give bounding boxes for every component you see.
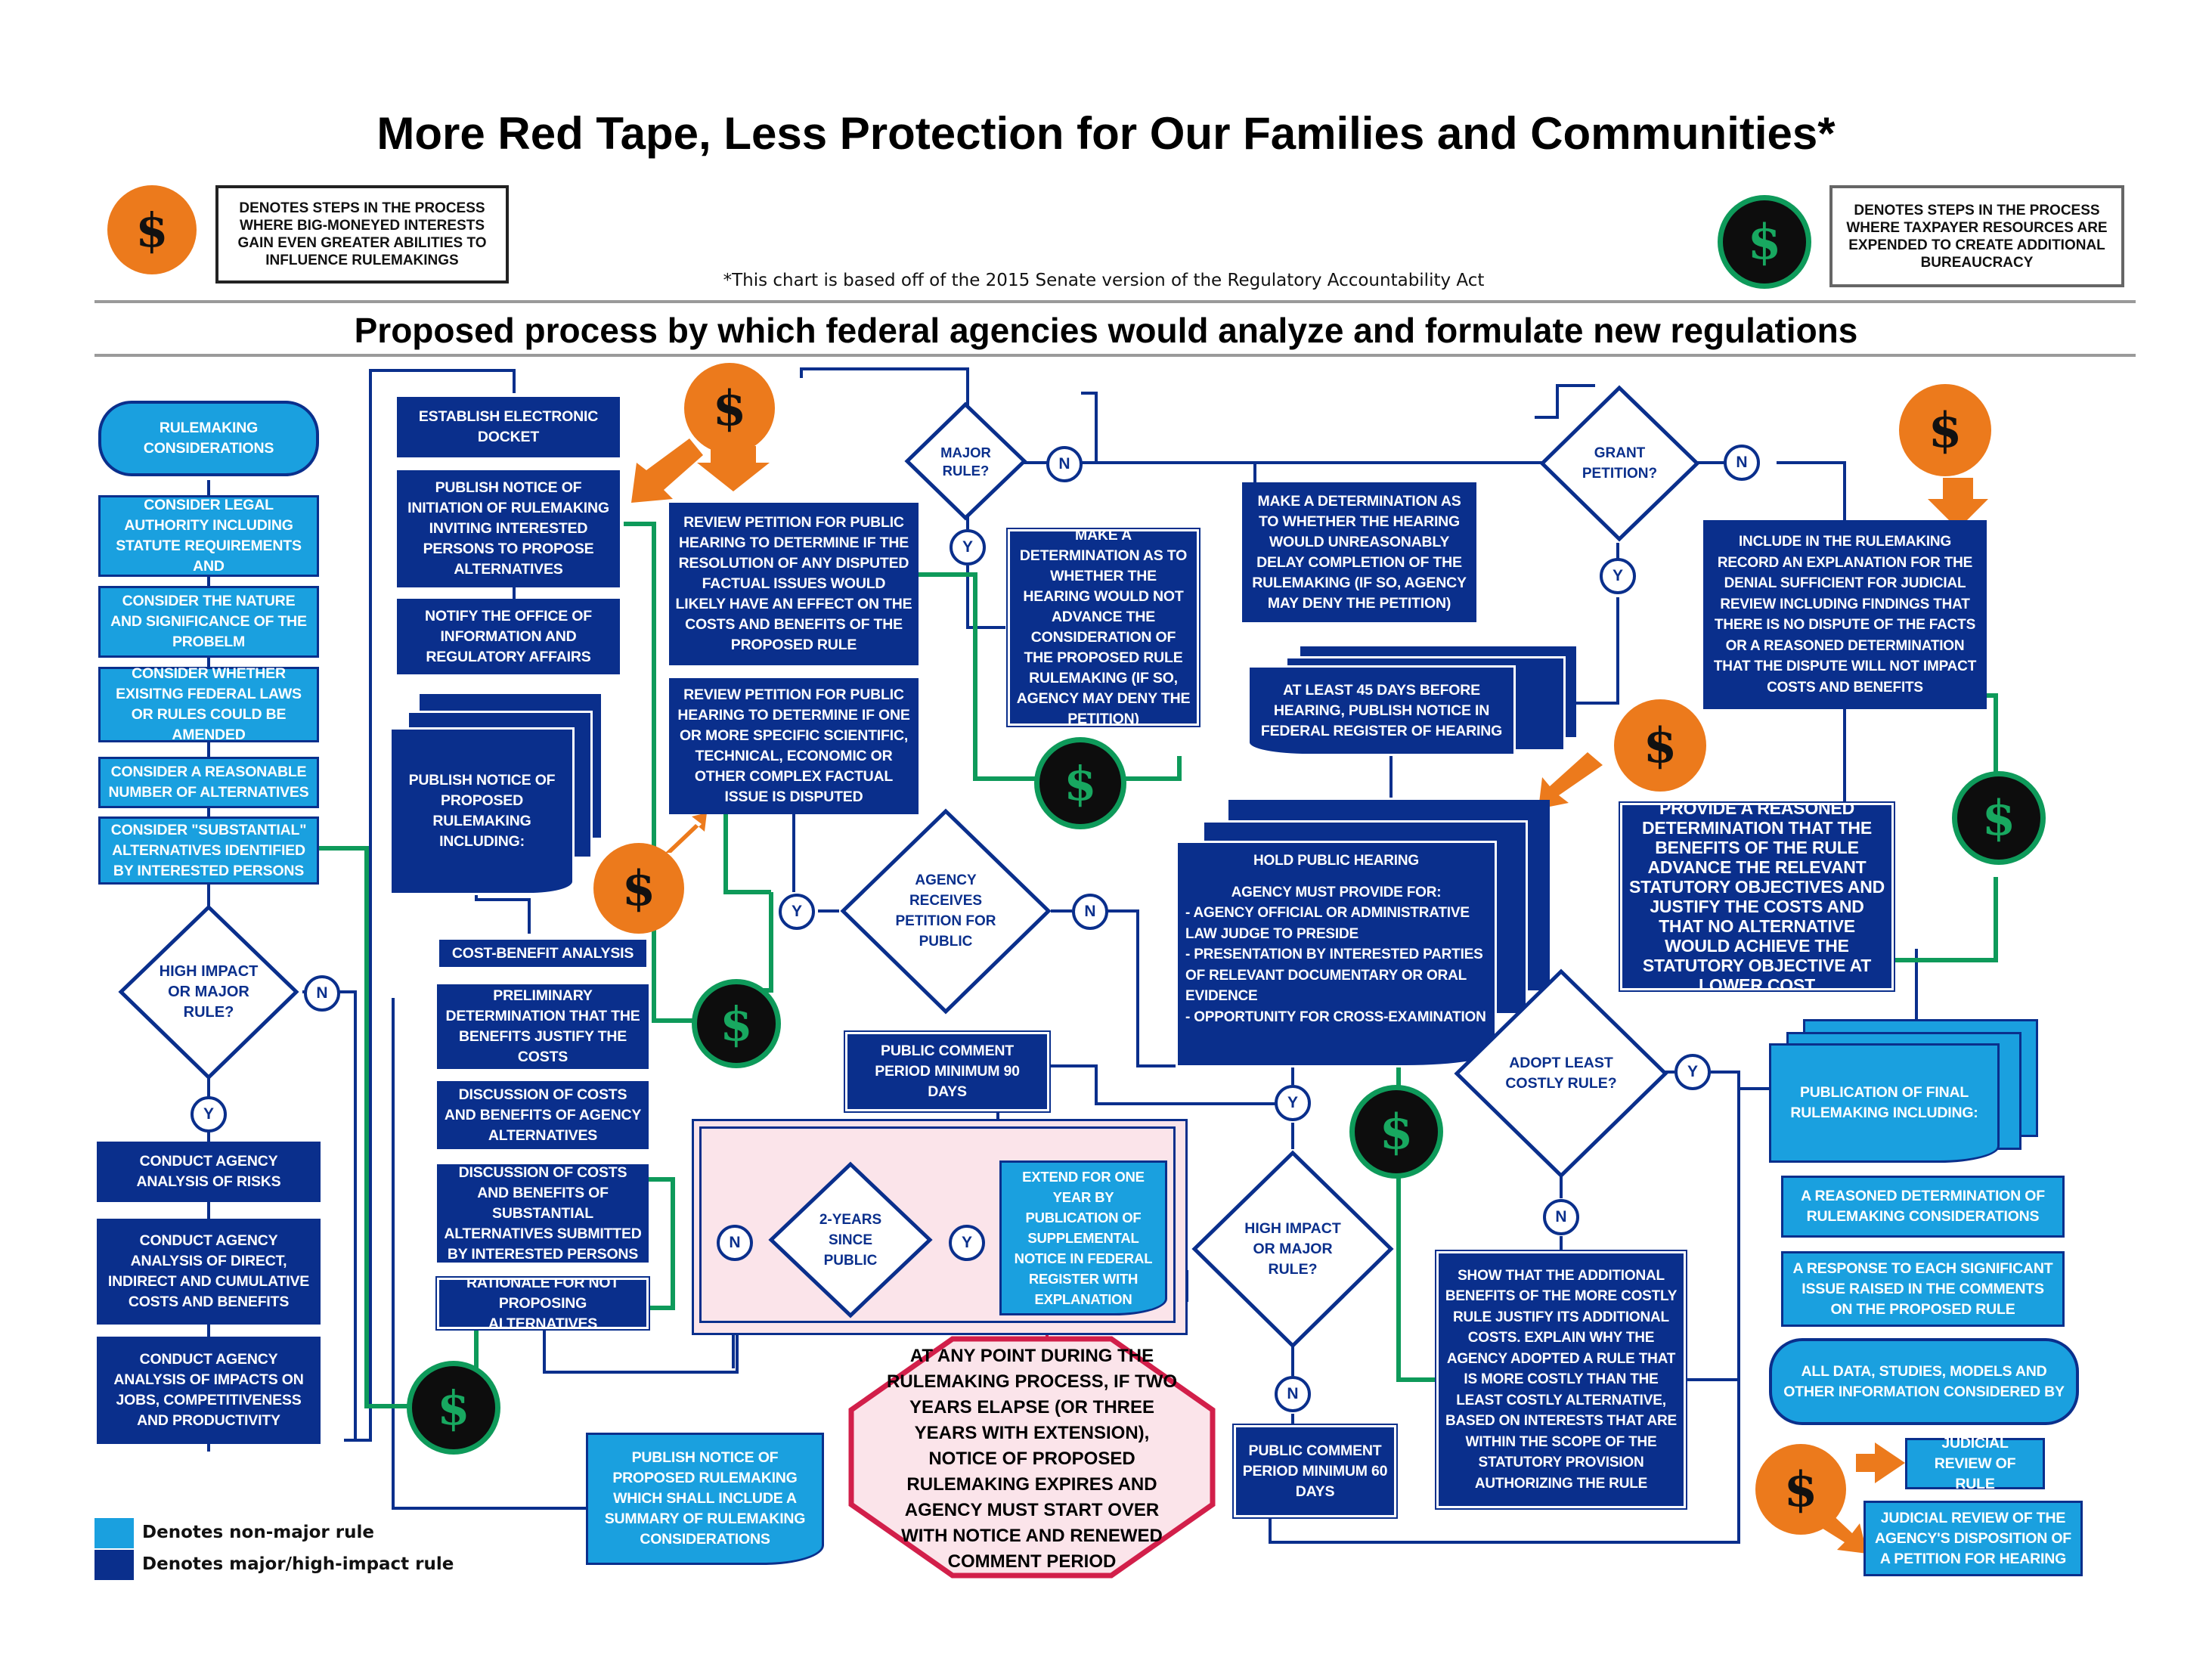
major-rule-diamond [904, 401, 1027, 521]
include-explanation-denial: INCLUDE IN THE RULEMAKING RECORD AN EXPL… [1703, 520, 1987, 709]
bottom-divider [94, 354, 2136, 357]
orange-dollar-icon: $ [593, 843, 684, 934]
notify-oira: NOTIFY THE OFFICE OF INFORMATION AND REG… [397, 599, 620, 674]
legend-nonmajor-swatch [94, 1518, 134, 1548]
green-dollar-icon: $ [1034, 737, 1126, 829]
section-subtitle: Proposed process by which federal agenci… [354, 311, 1858, 350]
high-impact-diamond-2 [1191, 1150, 1394, 1349]
legend-green-description: DENOTES STEPS IN THE PROCESS WHERE TAXPA… [1829, 185, 2124, 287]
yes-node: Y [1674, 1054, 1711, 1090]
establish-docket: ESTABLISH ELECTRONIC DOCKET [397, 397, 620, 457]
publish-notice-initiation: PUBLISH NOTICE OF INITIATION OF RULEMAKI… [397, 470, 620, 587]
publish-notice-summary: PUBLISH NOTICE OF PROPOSED RULEMAKING WH… [586, 1433, 824, 1565]
no-node: N [304, 975, 340, 1012]
orange-dollar-icon: $ [1614, 699, 1706, 792]
yes-node: Y [950, 529, 986, 565]
consider-substantial-alternatives: CONSIDER "SUBSTANTIAL" ALTERNATIVES IDEN… [98, 816, 319, 885]
major-rule-question: MAJOR RULE? [940, 444, 991, 479]
no-node: N [1275, 1376, 1311, 1412]
review-petition-costs: REVIEW PETITION FOR PUBLIC HEARING TO DE… [669, 503, 919, 665]
adopt-least-costly-question: ADOPT LEAST COSTLY RULE? [1505, 1055, 1617, 1092]
reasoned-determination-considerations: A REASONED DETERMINATION OF RULEMAKING C… [1781, 1176, 2065, 1238]
orange-dollar-icon: $ [1755, 1444, 1846, 1535]
footnote: *This chart is based off of the 2015 Sen… [723, 271, 1485, 290]
rationale-not-proposing: RATIONALE FOR NOT PROPOSING ALTERNATIVES [435, 1275, 650, 1332]
no-node: N [717, 1225, 753, 1261]
analysis-jobs: CONDUCT AGENCY ANALYSIS OF IMPACTS ON JO… [97, 1337, 321, 1444]
legend-major-label: Denotes major/high-impact rule [142, 1554, 454, 1574]
hearing-item: - AGENCY OFFICIAL OR ADMINISTRATIVE LAW … [1185, 905, 1470, 942]
two-years-diamond [768, 1161, 933, 1318]
high-impact-question: HIGH IMPACT OR MAJOR RULE? [159, 963, 259, 1021]
legend-orange-description: DENOTES STEPS IN THE PROCESS WHERE BIG-M… [215, 185, 509, 284]
orange-dollar-icon: $ [684, 363, 775, 454]
yes-node: Y [949, 1225, 985, 1261]
analysis-risks: CONDUCT AGENCY ANALYSIS OF RISKS [97, 1142, 321, 1202]
no-node: N [1072, 894, 1108, 930]
determination-not-advance: MAKE A DETERMINATION AS TO WHETHER THE H… [1006, 527, 1200, 727]
no-node: N [1724, 445, 1760, 481]
consider-existing-laws: CONSIDER WHETHER EXISITNG FEDERAL LAWS O… [98, 665, 319, 743]
grant-petition-question: GRANT PETITION? [1582, 445, 1658, 482]
hearing-item: - PRESENTATION BY INTERESTED PARTIES OF … [1185, 947, 1483, 1004]
discussion-agency-alternatives: DISCUSSION OF COSTS AND BENEFITS OF AGEN… [437, 1081, 649, 1149]
legend-nonmajor-label: Denotes non-major rule [142, 1523, 374, 1542]
green-dollar-icon: $ [1349, 1085, 1443, 1179]
show-additional-benefits: SHOW THAT THE ADDITIONAL BENEFITS OF THE… [1435, 1250, 1687, 1510]
hearing-title: HOLD PUBLIC HEARING [1253, 853, 1419, 869]
hearing-item: - OPPORTUNITY FOR CROSS-EXAMINATION [1185, 1009, 1486, 1025]
hold-public-hearing: HOLD PUBLIC HEARING AGENCY MUST PROVIDE … [1176, 841, 1497, 1067]
determination-delay: MAKE A DETERMINATION AS TO WHETHER THE H… [1242, 482, 1476, 622]
consider-reasonable-alternatives: CONSIDER A REASONABLE NUMBER OF ALTERNAT… [98, 757, 319, 808]
yes-node: Y [1275, 1085, 1311, 1121]
preliminary-determination: PRELIMINARY DETERMINATION THAT THE BENEF… [437, 984, 649, 1069]
analysis-costs-benefits: CONDUCT AGENCY ANALYSIS OF DIRECT, INDIR… [97, 1219, 321, 1325]
no-node: N [1543, 1199, 1579, 1235]
top-divider [94, 300, 2136, 303]
grant-petition-diamond [1539, 385, 1700, 542]
legend-major-swatch [94, 1550, 134, 1580]
green-dollar-icon: $ [1718, 195, 1811, 289]
extend-one-year: EXTEND FOR ONE YEAR BY PUBLICATION OF SU… [999, 1160, 1167, 1315]
rulemaking-considerations: RULEMAKING CONSIDERATIONS [98, 401, 319, 476]
green-dollar-icon: $ [1952, 771, 2046, 865]
hearing-intro: AGENCY MUST PROVIDE FOR: [1231, 884, 1442, 900]
judicial-review-rule[interactable]: JUDICIAL REVIEW OF RULE [1905, 1435, 2045, 1492]
discussion-substantial-alternatives: DISCUSSION OF COSTS AND BENEFITS OF SUBS… [437, 1164, 649, 1263]
public-comment-60: PUBLIC COMMENT PERIOD MINIMUM 60 DAYS [1232, 1424, 1398, 1519]
review-petition-scientific: REVIEW PETITION FOR PUBLIC HEARING TO DE… [669, 678, 919, 814]
high-impact-diamond [118, 904, 299, 1080]
orange-dollar-icon: $ [107, 185, 197, 274]
page-title: More Red Tape, Less Protection for Our F… [376, 108, 1836, 159]
yes-node: Y [779, 894, 815, 930]
green-dollar-icon: $ [692, 979, 781, 1068]
expiration-region-inner [699, 1126, 1176, 1323]
response-significant-issues: A RESPONSE TO EACH SIGNIFICANT ISSUE RAI… [1781, 1251, 2065, 1327]
publication-final-rulemaking: PUBLICATION OF FINAL RULEMAKING INCLUDIN… [1769, 1043, 2000, 1163]
consider-legal-authority: CONSIDER LEGAL AUTHORITY INCLUDING STATU… [98, 495, 319, 577]
judicial-review-petition[interactable]: JUDICIAL REVIEW OF THE AGENCY'S DISPOSIT… [1863, 1501, 2083, 1576]
agency-receives-diamond [840, 808, 1052, 1015]
public-comment-90: PUBLIC COMMENT PERIOD MINIMUM 90 DAYS [844, 1030, 1051, 1113]
provide-reasoned-determination: PROVIDE A REASONED DETERMINATION THAT TH… [1619, 798, 1895, 995]
all-data-studies: ALL DATA, STUDIES, MODELS AND OTHER INFO… [1769, 1338, 2079, 1425]
expiration-warning: AT ANY POINT DURING THE RULEMAKING PROCE… [887, 1346, 1177, 1572]
green-dollar-icon: $ [407, 1361, 500, 1455]
yes-node: Y [191, 1096, 227, 1133]
two-years-question: 2-YEARS SINCE PUBLIC [819, 1211, 882, 1269]
consider-nature: CONSIDER THE NATURE AND SIGNIFICANCE OF … [98, 586, 319, 658]
adopt-least-costly-diamond [1454, 968, 1668, 1179]
no-node: N [1046, 446, 1083, 482]
yes-node: Y [1600, 558, 1636, 594]
orange-dollar-icon: $ [1899, 384, 1991, 476]
agency-receives-question: AGENCY RECEIVES PETITION FOR PUBLIC [895, 872, 996, 950]
publish-notice-proposed: PUBLISH NOTICE OF PROPOSED RULEMAKING IN… [389, 727, 575, 895]
cost-benefit-analysis: COST-BENEFIT ANALYSIS [437, 937, 649, 969]
notice-45-days: AT LEAST 45 DAYS BEFORE HEARING, PUBLISH… [1247, 665, 1516, 756]
stop-octagon [848, 1336, 1216, 1579]
high-impact-question-2: HIGH IMPACT OR MAJOR RULE? [1244, 1220, 1341, 1278]
